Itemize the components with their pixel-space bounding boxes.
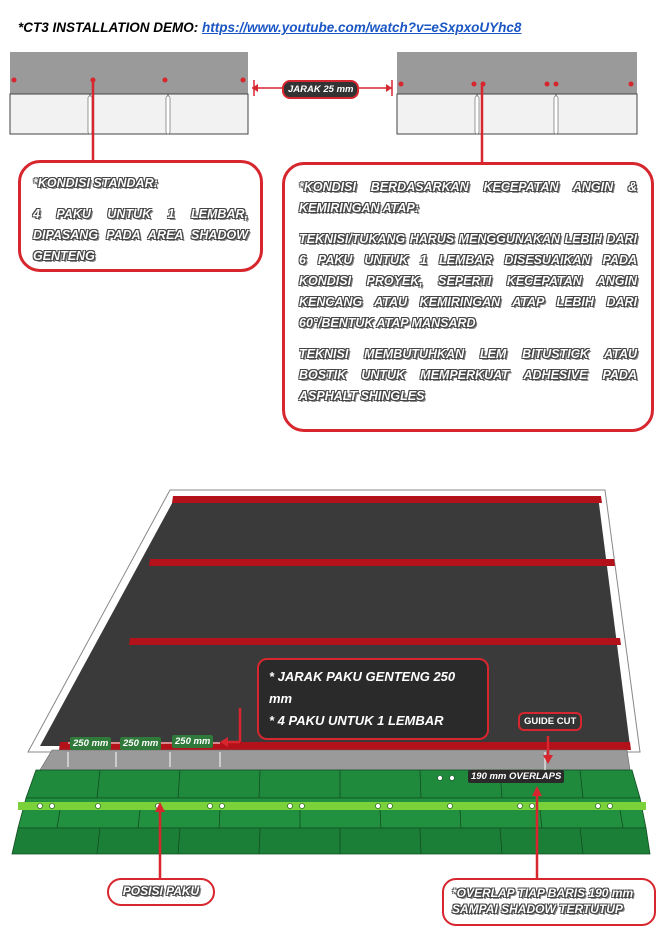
spacing-tag: JARAK 25 mm	[282, 80, 360, 99]
overlap-note: *OVERLAP TIAP BARIS 190 mm SAMPAI SHADOW…	[442, 878, 656, 926]
spacing-arrows	[252, 80, 393, 96]
overlap-note-line-2: SAMPAI SHADOW TERTUTUP	[452, 902, 623, 916]
callout-wind: *KONDISI BERDASARKAN KECEPATAN ANGIN & K…	[282, 162, 654, 432]
callout-standard-title: *KONDISI STANDAR:	[33, 176, 158, 190]
nail-info-box: * JARAK PAKU GENTENG 250 mm * 4 PAKU UNT…	[257, 658, 489, 740]
overlap-tag: 190 mm OVERLAPS	[468, 770, 565, 783]
starter-nails	[67, 752, 221, 767]
guide-cut-tag: GUIDE CUT	[518, 712, 583, 731]
callout-wind-body-1: TEKNISI/TUKANG HARUS MENGGUNAKAN LEBIH D…	[299, 232, 637, 330]
nail-count-text: * 4 PAKU UNTUK 1 LEMBAR	[269, 713, 444, 728]
callout-connectors	[155, 708, 553, 878]
demo-link-line: *CT3 INSTALLATION DEMO: https://www.yout…	[18, 20, 521, 35]
callout-standard-body: 4 PAKU UNTUK 1 LEMBAR, DIPASANG PADA ARE…	[33, 207, 248, 263]
dimension-tag-2: 250 mm	[120, 737, 162, 750]
shingle-standard	[9, 52, 249, 135]
nail-spacing-text: * JARAK PAKU GENTENG 250 mm	[269, 669, 456, 706]
dimension-tag-1: 250 mm	[70, 737, 112, 750]
red-strips	[59, 496, 631, 750]
demo-video-link[interactable]: https://www.youtube.com/watch?v=eSxpxoUY…	[202, 20, 522, 35]
top-shingle-diagrams	[9, 52, 638, 164]
callout-standard: *KONDISI STANDAR: 4 PAKU UNTUK 1 LEMBAR,…	[18, 160, 263, 272]
nail-position-label: POSISI PAKU	[107, 878, 215, 906]
shingle-wind-condition	[396, 52, 638, 135]
demo-label: *CT3 INSTALLATION DEMO:	[18, 20, 202, 35]
dimension-tag-3: 250 mm	[172, 735, 214, 748]
callout-wind-body-2: TEKNISI MEMBUTUHKAN LEM BITUSTICK ATAU B…	[299, 347, 637, 403]
callout-wind-title: *KONDISI BERDASARKAN KECEPATAN ANGIN & K…	[299, 180, 637, 215]
overlap-note-line-1: *OVERLAP TIAP BARIS 190 mm	[452, 886, 634, 900]
